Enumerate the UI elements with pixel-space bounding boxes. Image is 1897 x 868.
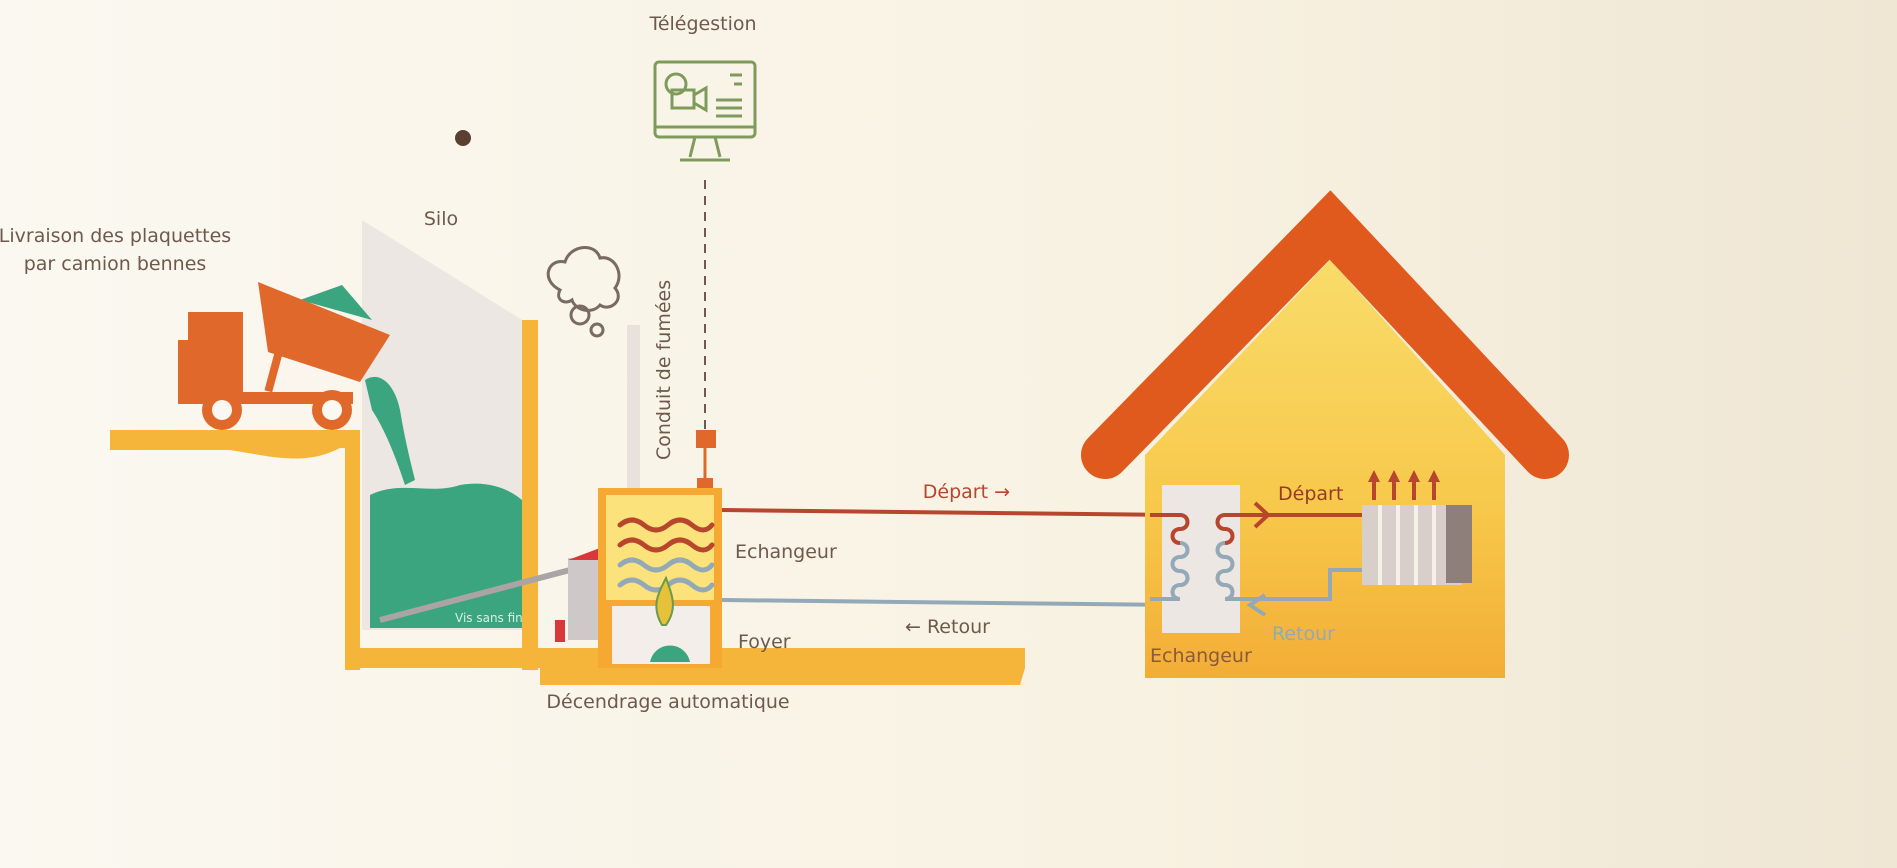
heat-arrows-icon — [1368, 470, 1440, 500]
roof — [1081, 190, 1569, 479]
house — [1081, 190, 1569, 678]
ash-removal-label: Décendrage automatique — [546, 691, 789, 713]
boiler — [598, 488, 722, 668]
return-pipe — [721, 598, 1183, 607]
flue-label: Conduit de fumées — [653, 280, 675, 460]
smoke-icon — [546, 246, 621, 338]
delivery-label-line1: Livraison des plaquettes — [0, 225, 231, 247]
depart-main-label: Départ → — [923, 481, 1010, 503]
falling-chips — [365, 376, 415, 485]
silo-label: Silo — [424, 208, 458, 230]
retour-house-label: Retour — [1272, 623, 1335, 645]
radiator-icon — [1362, 505, 1472, 585]
monitor-icon — [653, 60, 757, 162]
delivery-label-line2: par camion bennes — [24, 253, 207, 275]
screw-conveyor — [379, 567, 571, 623]
screw-label: Vis sans fin — [455, 611, 523, 625]
chimney — [627, 325, 640, 490]
sensor-box — [696, 430, 716, 448]
silo-wood-chips — [370, 483, 522, 628]
depart-house-label: Départ — [1278, 483, 1343, 505]
house-exchanger-label: Echangeur — [1150, 645, 1252, 667]
boiler-exchanger-label: Echangeur — [735, 541, 837, 563]
wall-spot — [455, 130, 471, 146]
flame-icon — [655, 575, 674, 626]
dump-truck-icon — [178, 282, 390, 430]
supply-pipe — [721, 508, 1177, 517]
foyer-label: Foyer — [738, 631, 791, 653]
telegestion-label: Télégestion — [648, 13, 756, 35]
retour-main-label: ← Retour — [905, 616, 990, 638]
